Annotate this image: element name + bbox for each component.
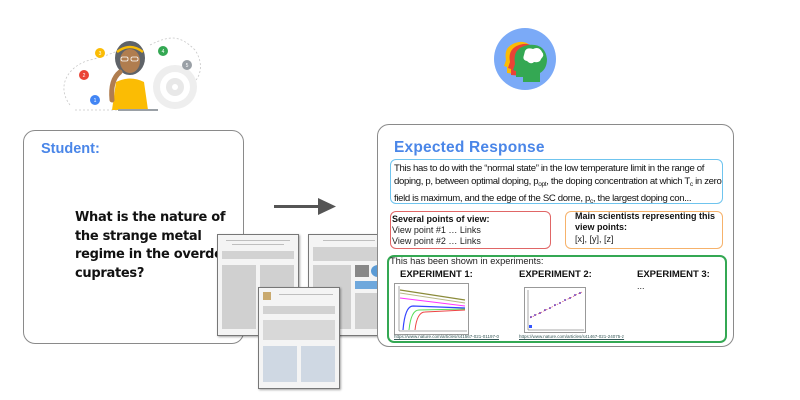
step-3-badge: 3 bbox=[95, 48, 105, 58]
experiment-3-placeholder: ... bbox=[637, 281, 645, 291]
summary-box: This has to do with the “normal state” i… bbox=[390, 159, 723, 205]
main-scientists-title: Main scientists representing this view p… bbox=[575, 211, 716, 232]
experiment-3-title: EXPERIMENT 3: bbox=[637, 269, 710, 280]
person-figure bbox=[109, 41, 158, 111]
view-point-link[interactable]: View point #1 … Links bbox=[392, 225, 481, 235]
student-panel: Student: What is the nature of the stran… bbox=[23, 130, 250, 344]
step-4-badge: 4 bbox=[158, 46, 168, 56]
svg-text:3: 3 bbox=[99, 51, 102, 57]
step-2-badge: 2 bbox=[79, 70, 89, 80]
main-scientists-box: Main scientists representing this view p… bbox=[565, 211, 723, 249]
student-illustration: 3 2 1 4 5 bbox=[63, 37, 201, 111]
experiment-1-title: EXPERIMENT 1: bbox=[400, 269, 473, 280]
svg-text:1: 1 bbox=[94, 98, 97, 104]
experiment-2-plot[interactable] bbox=[524, 287, 586, 333]
experiment-2-title: EXPERIMENT 2: bbox=[519, 269, 592, 280]
view-point-link[interactable]: View point #2 … Links bbox=[392, 236, 481, 246]
step-1-badge: 1 bbox=[90, 95, 100, 105]
svg-text:4: 4 bbox=[162, 49, 165, 55]
svg-text:5: 5 bbox=[186, 63, 189, 69]
experiment-1-link[interactable]: https://www.nature.com/articles/s41567-0… bbox=[394, 334, 499, 339]
step-5-badge: 5 bbox=[182, 60, 192, 70]
paper-thumbnail-3[interactable] bbox=[258, 287, 340, 389]
points-of-view-box: Several points of view: View point #1 … … bbox=[390, 211, 551, 249]
scientist-names: [x], [y], [z] bbox=[575, 234, 614, 244]
expected-response-panel: Expected Response This has to do with th… bbox=[377, 124, 734, 347]
student-title: Student: bbox=[41, 141, 100, 157]
summary-text: This has to do with the “normal state” i… bbox=[394, 163, 722, 205]
response-title: Expected Response bbox=[394, 139, 545, 156]
experiment-1-plot[interactable] bbox=[394, 283, 469, 335]
experiment-2-link[interactable]: https://www.nature.com/articles/s41467-0… bbox=[519, 334, 625, 339]
svg-text:2: 2 bbox=[83, 73, 86, 79]
student-question: What is the nature of the strange metal … bbox=[75, 210, 250, 281]
target-icon bbox=[153, 65, 197, 109]
experiments-box: This has been shown in experiments: EXPE… bbox=[387, 255, 727, 343]
experiments-intro: This has been shown in experiments: bbox=[390, 256, 544, 266]
points-of-view-title: Several points of view: bbox=[392, 214, 490, 224]
brain-heads-icon bbox=[494, 28, 556, 90]
right-arrow-icon bbox=[274, 198, 336, 215]
